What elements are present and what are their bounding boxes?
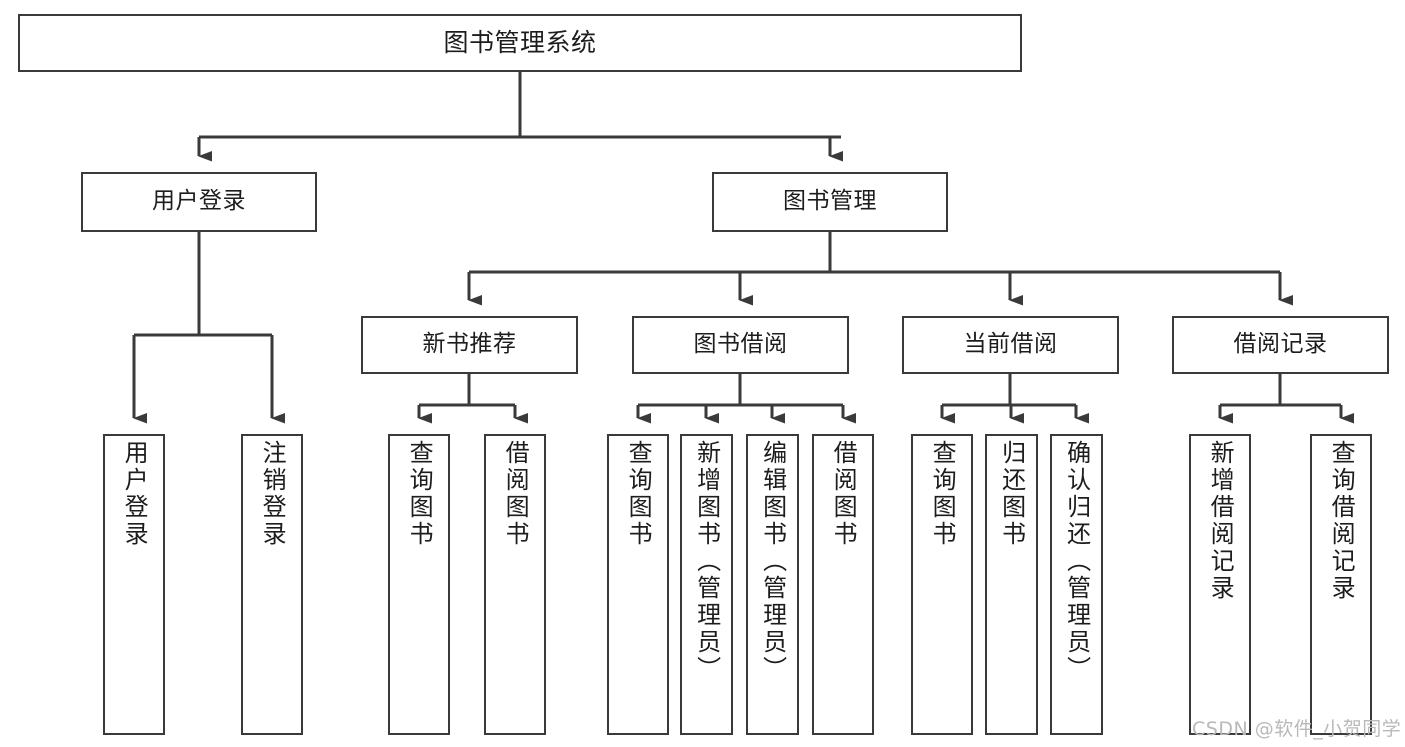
node-leaf-query-record-label: 查询借阅记录 (1327, 440, 1356, 602)
node-leaf-return-book[interactable]: 归还图书 (985, 434, 1038, 735)
node-leaf-user-logout[interactable]: 注销登录 (241, 434, 303, 735)
node-user-login-label: 用户登录 (152, 188, 246, 215)
node-leaf-query-book-3[interactable]: 查询图书 (911, 434, 973, 735)
node-new-book-recommend[interactable]: 新书推荐 (361, 316, 578, 374)
node-book-borrow-label: 图书借阅 (693, 331, 788, 358)
node-leaf-confirm-return-label: 确认归还（管理员） (1062, 440, 1091, 683)
node-leaf-query-book-3-label: 查询图书 (928, 440, 957, 548)
node-current-borrow[interactable]: 当前借阅 (902, 316, 1119, 374)
node-leaf-edit-book-label: 编辑图书（管理员） (758, 440, 787, 683)
node-leaf-user-login[interactable]: 用户登录 (103, 434, 165, 735)
node-root-system[interactable]: 图书管理系统 (18, 14, 1022, 72)
node-borrow-record-label: 借阅记录 (1233, 331, 1328, 358)
node-borrow-record[interactable]: 借阅记录 (1172, 316, 1389, 374)
node-leaf-add-book[interactable]: 新增图书（管理员） (680, 434, 733, 735)
node-leaf-borrow-book-1-label: 借阅图书 (501, 440, 530, 548)
node-leaf-edit-book[interactable]: 编辑图书（管理员） (746, 434, 799, 735)
node-leaf-add-record-label: 新增借阅记录 (1206, 440, 1235, 602)
node-leaf-query-record[interactable]: 查询借阅记录 (1310, 434, 1372, 735)
node-user-login[interactable]: 用户登录 (81, 172, 317, 232)
node-leaf-user-logout-label: 注销登录 (258, 440, 287, 548)
node-leaf-return-book-label: 归还图书 (997, 440, 1026, 548)
node-leaf-user-login-label: 用户登录 (120, 440, 149, 548)
node-current-borrow-label: 当前借阅 (963, 331, 1058, 358)
node-root-label: 图书管理系统 (443, 28, 597, 58)
node-book-manage-label: 图书管理 (783, 188, 877, 215)
node-leaf-query-book-1[interactable]: 查询图书 (388, 434, 450, 735)
node-leaf-add-book-label: 新增图书（管理员） (692, 440, 721, 683)
node-leaf-borrow-book-1[interactable]: 借阅图书 (484, 434, 546, 735)
node-book-manage[interactable]: 图书管理 (712, 172, 948, 232)
node-leaf-query-book-2[interactable]: 查询图书 (607, 434, 669, 735)
node-leaf-query-book-1-label: 查询图书 (405, 440, 434, 548)
node-leaf-borrow-book-2-label: 借阅图书 (829, 440, 858, 548)
node-leaf-confirm-return[interactable]: 确认归还（管理员） (1050, 434, 1103, 735)
node-leaf-query-book-2-label: 查询图书 (624, 440, 653, 548)
node-new-book-recommend-label: 新书推荐 (422, 331, 517, 358)
node-leaf-add-record[interactable]: 新增借阅记录 (1189, 434, 1251, 735)
node-leaf-borrow-book-2[interactable]: 借阅图书 (812, 434, 874, 735)
node-book-borrow[interactable]: 图书借阅 (632, 316, 849, 374)
